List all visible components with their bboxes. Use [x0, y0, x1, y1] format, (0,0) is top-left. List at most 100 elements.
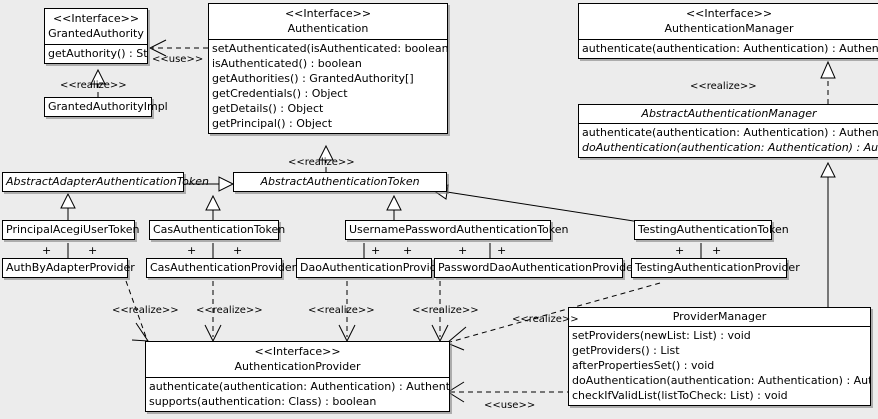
class-name: CasAuthenticationProvider [150, 261, 297, 274]
class-header: GrantedAuthorityImpl [45, 98, 168, 116]
operation: getProviders() : List [572, 344, 680, 357]
stereotype-label: <<Interface>> [284, 7, 372, 20]
class-testing-authentication-token[interactable]: TestingAuthenticationToken [634, 220, 789, 240]
class-authentication-manager[interactable]: <<Interface>> AuthenticationManager auth… [578, 3, 878, 59]
multiplicity-plus: + [712, 244, 722, 257]
operation: isAuthenticated() : boolean [212, 57, 362, 70]
operation: checkIfValidList(listToCheck: List) : vo… [572, 389, 788, 402]
operation: setAuthenticated(isAuthenticated: boolea… [212, 42, 447, 55]
class-header: AuthByAdapterProvider [3, 259, 135, 277]
multiplicity-plus: + [675, 244, 685, 257]
class-authentication-provider[interactable]: <<Interface>> AuthenticationProvider aut… [145, 341, 450, 412]
class-header: <<Interface>> AuthenticationProvider [146, 342, 449, 377]
class-provider-manager[interactable]: ProviderManager setProviders(newList: Li… [568, 307, 871, 406]
operations-compartment: authenticate(authentication: Authenticat… [146, 378, 449, 411]
class-cas-authentication-token[interactable]: CasAuthenticationToken [149, 220, 286, 240]
operations-compartment: getAuthority() : String [45, 45, 147, 63]
class-granted-authority-impl[interactable]: GrantedAuthorityImpl [44, 97, 168, 117]
multiplicity-plus: + [233, 244, 243, 257]
multiplicity-plus: + [403, 244, 413, 257]
operations-compartment: setProviders(newList: List) : void getPr… [569, 327, 870, 405]
class-auth-by-adapter-provider[interactable]: AuthByAdapterProvider [2, 258, 135, 278]
class-header: TestingAuthenticationToken [635, 221, 789, 239]
class-header: ProviderManager [569, 308, 870, 326]
multiplicity-plus: + [497, 244, 507, 257]
class-name: CasAuthenticationToken [153, 223, 286, 236]
edge-label-realize-auth-by-adapter-provider: <<realize>> [112, 305, 179, 316]
edge-label-realize-cas-provider: <<realize>> [196, 305, 263, 316]
class-testing-authentication-provider[interactable]: TestingAuthenticationProvider [631, 258, 800, 278]
class-name: UsernamePasswordAuthenticationToken [349, 223, 569, 236]
operation: getDetails() : Object [212, 102, 324, 115]
operation: getAuthorities() : GrantedAuthority[] [212, 72, 414, 85]
class-authentication[interactable]: <<Interface>> Authentication setAuthenti… [208, 3, 448, 134]
class-granted-authority[interactable]: <<Interface>> GrantedAuthority getAuthor… [44, 8, 148, 64]
operation: getCredentials() : Object [212, 87, 348, 100]
class-name: AbstractAuthenticationManager [641, 107, 817, 120]
class-password-dao-authentication-provider[interactable]: PasswordDaoAuthenticationProvider [434, 258, 638, 278]
multiplicity-plus: + [42, 244, 52, 257]
class-abstract-authentication-manager[interactable]: AbstractAuthenticationManager authentica… [578, 104, 878, 158]
section-divider [146, 377, 449, 378]
class-username-password-authentication-token[interactable]: UsernamePasswordAuthenticationToken [345, 220, 569, 240]
class-name: TestingAuthenticationProvider [635, 261, 800, 274]
edge-label-realize-testing-provider: <<realize>> [512, 314, 579, 325]
class-name: TestingAuthenticationToken [638, 223, 789, 236]
class-header: <<Interface>> GrantedAuthority [45, 9, 147, 44]
edge-label-realize-password-dao-provider: <<realize>> [412, 305, 479, 316]
class-name: AuthenticationManager [664, 22, 794, 35]
operations-compartment: setAuthenticated(isAuthenticated: boolea… [209, 40, 447, 133]
class-name: PrincipalAcegiUserToken [6, 223, 140, 236]
multiplicity-plus: + [88, 244, 98, 257]
class-name: GrantedAuthorityImpl [48, 100, 168, 113]
class-name: AbstractAdapterAuthenticationToken [6, 175, 209, 188]
operation: doAuthentication(authentication: Authent… [572, 374, 870, 387]
class-name: GrantedAuthority [48, 27, 144, 40]
class-abstract-authentication-token[interactable]: AbstractAuthenticationToken [233, 172, 447, 192]
class-name: Authentication [287, 22, 369, 35]
operation: setProviders(newList: List) : void [572, 329, 751, 342]
class-header: CasAuthenticationProvider [147, 259, 297, 277]
operation: authenticate(authentication: Authenticat… [582, 126, 878, 139]
class-header: <<Interface>> AuthenticationManager [579, 4, 878, 39]
class-header: PrincipalAcegiUserToken [3, 221, 140, 239]
class-cas-authentication-provider[interactable]: CasAuthenticationProvider [146, 258, 297, 278]
edge-label-use-granted-authority: <<use>> [152, 54, 204, 65]
class-name: PasswordDaoAuthenticationProvider [438, 261, 638, 274]
class-name: DaoAuthenticationProvider [300, 261, 448, 274]
edge-label-realize-granted-authority-impl: <<realize>> [60, 80, 127, 91]
stereotype-label: <<Interface>> [685, 7, 773, 20]
operation: supports(authentication: Class) : boolea… [149, 395, 377, 408]
section-divider [209, 39, 447, 40]
class-header: AbstractAuthenticationToken [234, 173, 446, 191]
class-dao-authentication-provider[interactable]: DaoAuthenticationProvider [296, 258, 448, 278]
multiplicity-plus: + [187, 244, 197, 257]
operation: getPrincipal() : Object [212, 117, 333, 130]
class-name: ProviderManager [672, 310, 767, 323]
edge-label-realize-dao-provider: <<realize>> [308, 305, 375, 316]
operation: authenticate(authentication: Authenticat… [582, 42, 878, 55]
multiplicity-plus: + [371, 244, 381, 257]
edge-label-use-provider-manager: <<use>> [484, 400, 536, 411]
stereotype-label: <<Interface>> [52, 12, 140, 25]
edge-label-realize-abstract-authentication-token: <<realize>> [288, 157, 355, 168]
class-header: CasAuthenticationToken [150, 221, 286, 239]
class-header: <<Interface>> Authentication [209, 4, 447, 39]
class-header: DaoAuthenticationProvider [297, 259, 448, 277]
class-header: AbstractAuthenticationManager [579, 105, 878, 123]
class-header: TestingAuthenticationProvider [632, 259, 800, 277]
section-divider [569, 326, 870, 327]
class-principal-acegi-user-token[interactable]: PrincipalAcegiUserToken [2, 220, 140, 240]
section-divider [579, 39, 878, 40]
class-header: AbstractAdapterAuthenticationToken [3, 173, 209, 191]
section-divider [45, 44, 147, 45]
class-name: AuthenticationProvider [234, 360, 361, 373]
operation: getAuthority() : String [48, 47, 147, 60]
class-header: UsernamePasswordAuthenticationToken [346, 221, 569, 239]
class-name: AbstractAuthenticationToken [260, 175, 420, 188]
class-abstract-adapter-authentication-token[interactable]: AbstractAdapterAuthenticationToken [2, 172, 209, 192]
operations-compartment: authenticate(authentication: Authenticat… [579, 124, 878, 157]
stereotype-label: <<Interface>> [254, 345, 341, 358]
section-divider [579, 123, 878, 124]
